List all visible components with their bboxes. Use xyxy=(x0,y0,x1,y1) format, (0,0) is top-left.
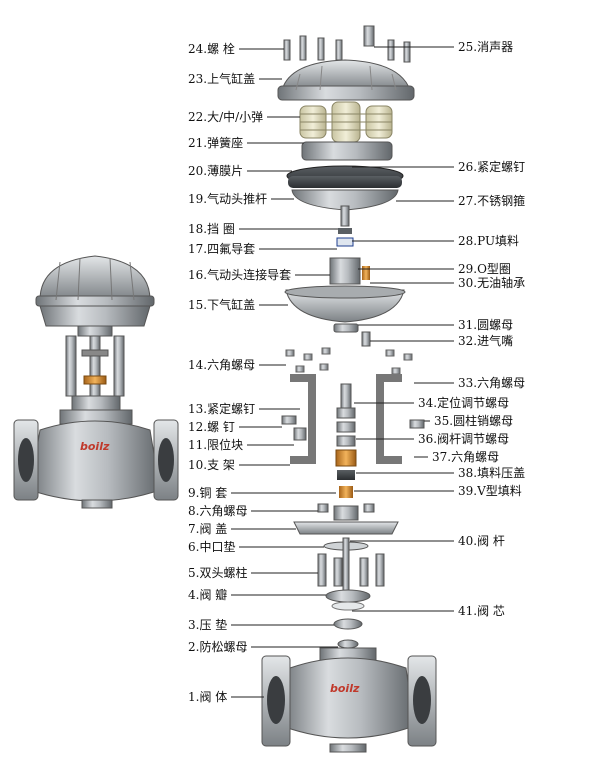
label-part-29: 29.O型圈 xyxy=(458,262,511,276)
label-part-11: 11.限位块 xyxy=(188,438,244,452)
label-part-40: 40.阀 杆 xyxy=(458,534,505,548)
label-part-38: 38.填料压盖 xyxy=(458,466,526,480)
exploded-parts xyxy=(261,25,437,753)
label-part-25: 25.消声器 xyxy=(458,40,514,54)
label-part-31: 31.圆螺母 xyxy=(458,318,514,332)
label-part-22: 22.大/中/小弹 xyxy=(188,110,264,124)
right-leader-lines xyxy=(350,46,454,612)
label-part-8: 8.六角螺母 xyxy=(188,504,248,518)
label-part-13: 13.紧定螺钉 xyxy=(188,402,256,416)
label-part-24: 24.螺 栓 xyxy=(188,42,235,56)
label-part-12: 12.螺 钉 xyxy=(188,420,235,434)
label-part-9: 9.铜 套 xyxy=(188,486,228,500)
label-part-4: 4.阀 瓣 xyxy=(188,588,228,602)
label-part-21: 21.弹簧座 xyxy=(188,136,244,150)
brand-logo-center: boilz xyxy=(330,682,360,695)
left-leader-lines xyxy=(231,48,338,698)
label-part-32: 32.进气嘴 xyxy=(458,334,514,348)
assembled-valve xyxy=(13,255,179,509)
label-part-41: 41.阀 芯 xyxy=(458,604,505,618)
label-part-16: 16.气动头连接导套 xyxy=(188,268,292,282)
label-part-23: 23.上气缸盖 xyxy=(188,72,256,86)
label-part-15: 15.下气缸盖 xyxy=(188,298,256,312)
label-part-33: 33.六角螺母 xyxy=(458,376,526,390)
label-part-30: 30.无油轴承 xyxy=(458,276,526,290)
label-part-35: 35.圆柱销螺母 xyxy=(434,414,514,428)
label-part-10: 10.支 架 xyxy=(188,458,235,472)
brand-logo-left: boilz xyxy=(80,440,110,453)
label-part-26: 26.紧定螺钉 xyxy=(458,160,526,174)
label-part-14: 14.六角螺母 xyxy=(188,358,256,372)
label-part-5: 5.双头螺柱 xyxy=(188,566,248,580)
label-part-20: 20.薄膜片 xyxy=(188,164,244,178)
label-part-1: 1.阀 体 xyxy=(188,690,228,704)
label-part-27: 27.不锈钢箍 xyxy=(458,194,526,208)
label-part-19: 19.气动头推杆 xyxy=(188,192,268,206)
label-part-18: 18.挡 圈 xyxy=(188,222,235,236)
label-part-3: 3.压 垫 xyxy=(188,618,228,632)
label-part-17: 17.四氟导套 xyxy=(188,242,256,256)
label-part-7: 7.阀 盖 xyxy=(188,522,228,536)
label-part-28: 28.PU填料 xyxy=(458,234,520,248)
label-part-6: 6.中口垫 xyxy=(188,540,236,554)
label-part-2: 2.防松螺母 xyxy=(188,640,248,654)
label-part-34: 34.定位调节螺母 xyxy=(418,396,510,410)
label-part-39: 39.V型填料 xyxy=(458,484,522,498)
label-part-37: 37.六角螺母 xyxy=(432,450,500,464)
label-part-36: 36.阀杆调节螺母 xyxy=(418,432,510,446)
